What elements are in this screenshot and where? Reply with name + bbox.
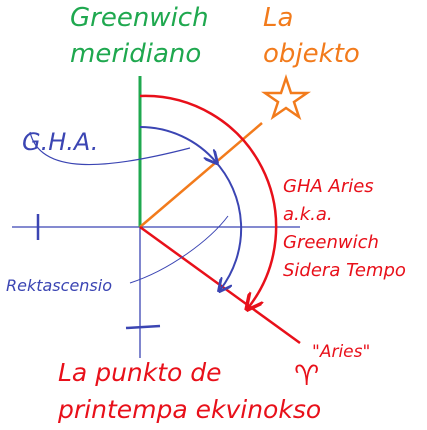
object-label-line2: objekto (263, 39, 360, 69)
bottom-tick (125, 324, 161, 330)
gha-leader (29, 131, 191, 166)
meridian-label-line1: Greenwich (70, 3, 209, 33)
gha-arc (139, 126, 216, 162)
star-icon (260, 74, 312, 121)
gha-label: G.H.A. (22, 128, 98, 156)
gha-aries-label-line2: a.k.a. (283, 204, 333, 225)
rektascensio-leader (129, 215, 229, 284)
gha-aries-label-line4: Sidera Tempo (283, 260, 406, 281)
right-ascension-label: Rektascensio (6, 276, 112, 295)
equinox-label-line2: printempa ekvinokso (57, 395, 321, 424)
meridian-label-line2: meridiano (70, 39, 201, 69)
object-direction-line (139, 122, 263, 228)
object-label-line1: La (263, 3, 293, 33)
gha-aries-label-line3: Greenwich (283, 232, 379, 253)
gha-aries-label-line1: GHA Aries (283, 176, 374, 197)
gha-aries-arc (139, 94, 278, 308)
equinox-label-line1: La punkto de (58, 358, 222, 387)
right-ascension-arc (213, 159, 243, 290)
aries-symbol-icon: ♈ (294, 359, 319, 392)
aries-label: "Aries" (312, 342, 370, 362)
